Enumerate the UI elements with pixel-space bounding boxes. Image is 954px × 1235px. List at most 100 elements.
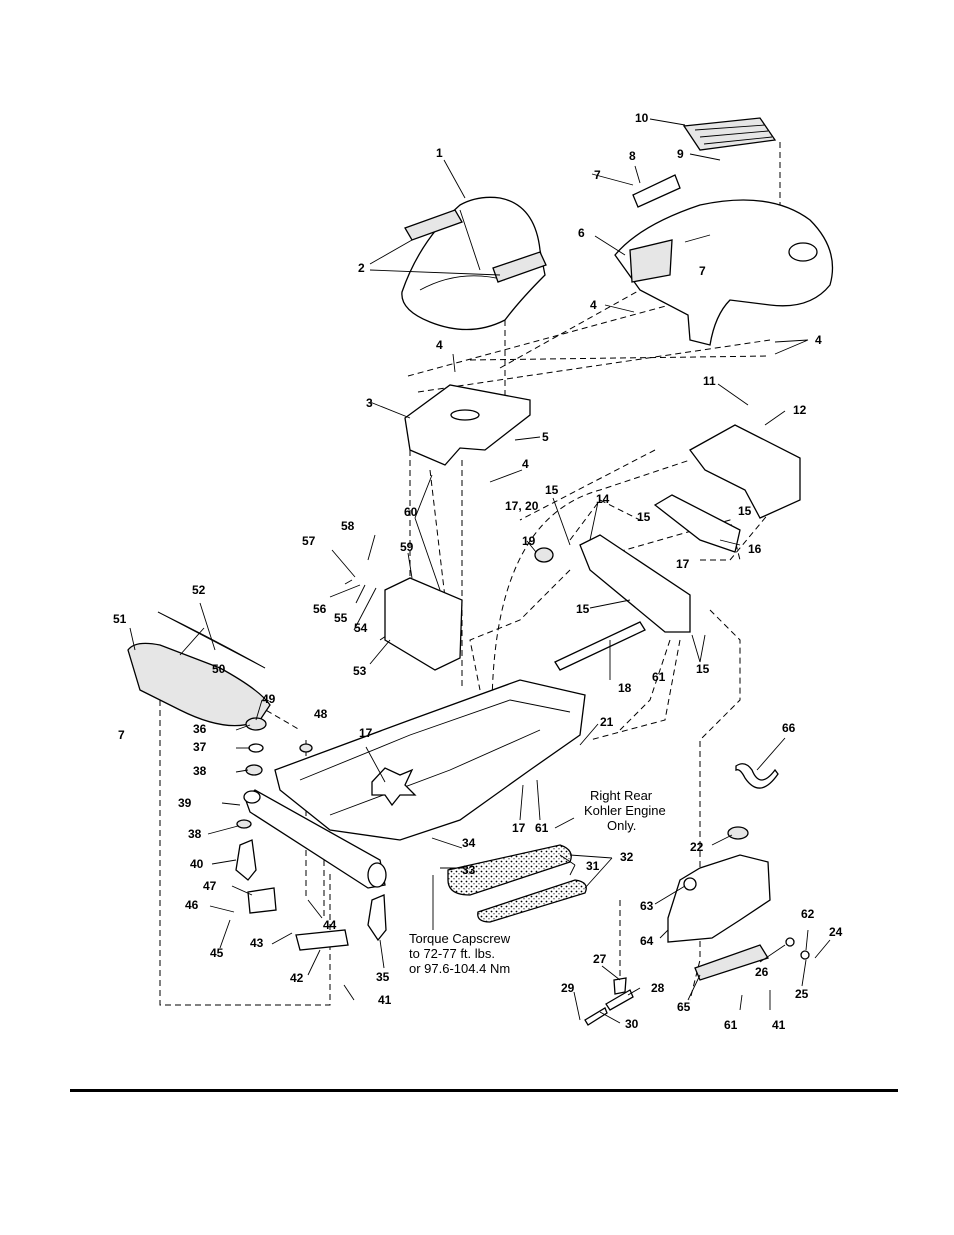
- callout-15: 15: [696, 662, 710, 676]
- tank-bracket-part: [694, 944, 769, 981]
- callout-61: 61: [652, 670, 666, 684]
- callout-34: 34: [462, 836, 476, 850]
- callout-24: 24: [829, 925, 843, 939]
- callout-15: 15: [637, 510, 651, 524]
- callout-18: 18: [618, 681, 632, 695]
- kohler-note-line: Kohler Engine: [584, 803, 666, 818]
- callout-41: 41: [772, 1018, 786, 1032]
- callout-14: 14: [596, 492, 610, 506]
- callout-57: 57: [302, 534, 316, 548]
- callout-63: 63: [640, 899, 654, 913]
- callout-53: 53: [353, 664, 367, 678]
- callout-50: 50: [212, 662, 226, 676]
- callout-17: 17: [512, 821, 526, 835]
- callout-36: 36: [193, 722, 207, 736]
- callout-28: 28: [651, 981, 665, 995]
- fuel-tank-part: [667, 826, 771, 943]
- callout-61: 61: [535, 821, 549, 835]
- callout-21: 21: [600, 715, 614, 729]
- callout-38: 38: [193, 764, 207, 778]
- callout-1: 1: [436, 146, 443, 160]
- grille-part: [682, 117, 777, 151]
- hood-part: [127, 611, 271, 727]
- clamp-part: [735, 763, 779, 789]
- callout-56: 56: [313, 602, 327, 616]
- callout-62: 62: [801, 907, 815, 921]
- callout-42: 42: [290, 971, 304, 985]
- callout-numbers: 1 2 3 4 4 4 4 5 6 7 7 7 8 9 10 11 12 14 …: [113, 111, 843, 1032]
- callout-29: 29: [561, 981, 575, 995]
- callout-46: 46: [185, 898, 199, 912]
- rod-part: [554, 621, 646, 671]
- callout-26: 26: [755, 965, 769, 979]
- kohler-note-line: Right Rear: [590, 788, 653, 803]
- torque-note-line: Torque Capscrew: [409, 931, 511, 946]
- callout-39: 39: [178, 796, 192, 810]
- callout-12: 12: [793, 403, 807, 417]
- callout-58: 58: [341, 519, 355, 533]
- callout-55: 55: [334, 611, 348, 625]
- callout-41: 41: [378, 993, 392, 1007]
- spindle-part: [235, 819, 387, 942]
- callout-4: 4: [522, 457, 529, 471]
- frame-part: [274, 679, 586, 841]
- knob-part: [534, 547, 554, 563]
- callout-52: 52: [192, 583, 206, 597]
- callout-3: 3: [366, 396, 373, 410]
- callout-61: 61: [724, 1018, 738, 1032]
- callout-15: 15: [738, 504, 752, 518]
- callout-19: 19: [522, 534, 536, 548]
- callout-64: 64: [640, 934, 654, 948]
- callout-10: 10: [635, 111, 649, 125]
- seat-bracket-part: [404, 384, 531, 466]
- kohler-note: Right Rear Kohler Engine Only.: [584, 788, 666, 833]
- callout-17-20: 17, 20: [505, 499, 539, 513]
- callout-32: 32: [620, 850, 634, 864]
- callout-22: 22: [690, 840, 704, 854]
- axle-part: [243, 789, 387, 889]
- callout-15: 15: [545, 483, 559, 497]
- callout-4: 4: [590, 298, 597, 312]
- fender-part: [614, 199, 834, 346]
- washer-parts: [785, 937, 810, 960]
- callout-54: 54: [354, 621, 368, 635]
- callout-45: 45: [210, 946, 224, 960]
- callout-11: 11: [703, 374, 716, 388]
- callout-43: 43: [250, 936, 264, 950]
- footpad-part: [447, 844, 587, 923]
- callout-47: 47: [203, 879, 217, 893]
- callout-48: 48: [314, 707, 328, 721]
- callout-7: 7: [594, 168, 601, 182]
- kohler-note-line: Only.: [607, 818, 636, 833]
- callout-37: 37: [193, 740, 207, 754]
- callout-7: 7: [118, 728, 125, 742]
- torque-note-line: or 97.6-104.4 Nm: [409, 961, 510, 976]
- callout-31: 31: [586, 859, 600, 873]
- page-divider: [70, 1089, 898, 1092]
- callout-16: 16: [748, 542, 762, 556]
- callout-4: 4: [815, 333, 822, 347]
- callout-27: 27: [593, 952, 607, 966]
- armrest-part: [404, 209, 547, 283]
- callout-5: 5: [542, 430, 549, 444]
- callout-9: 9: [677, 147, 684, 161]
- fitting-parts: [584, 977, 634, 1026]
- callout-30: 30: [625, 1017, 639, 1031]
- callout-49: 49: [262, 692, 276, 706]
- callout-65: 65: [677, 1000, 691, 1014]
- callout-15: 15: [576, 602, 590, 616]
- callout-51: 51: [113, 612, 127, 626]
- callout-8: 8: [629, 149, 636, 163]
- callout-4: 4: [436, 338, 443, 352]
- callout-6: 6: [578, 226, 585, 240]
- callout-25: 25: [795, 987, 809, 1001]
- callout-2: 2: [358, 261, 365, 275]
- callout-38: 38: [188, 827, 202, 841]
- callout-17: 17: [676, 557, 690, 571]
- callout-44: 44: [323, 918, 337, 932]
- callout-60: 60: [404, 505, 418, 519]
- decal-part: [632, 174, 681, 208]
- panel-part: [384, 577, 463, 671]
- torque-note: Torque Capscrew to 72-77 ft. lbs. or 97.…: [409, 931, 511, 976]
